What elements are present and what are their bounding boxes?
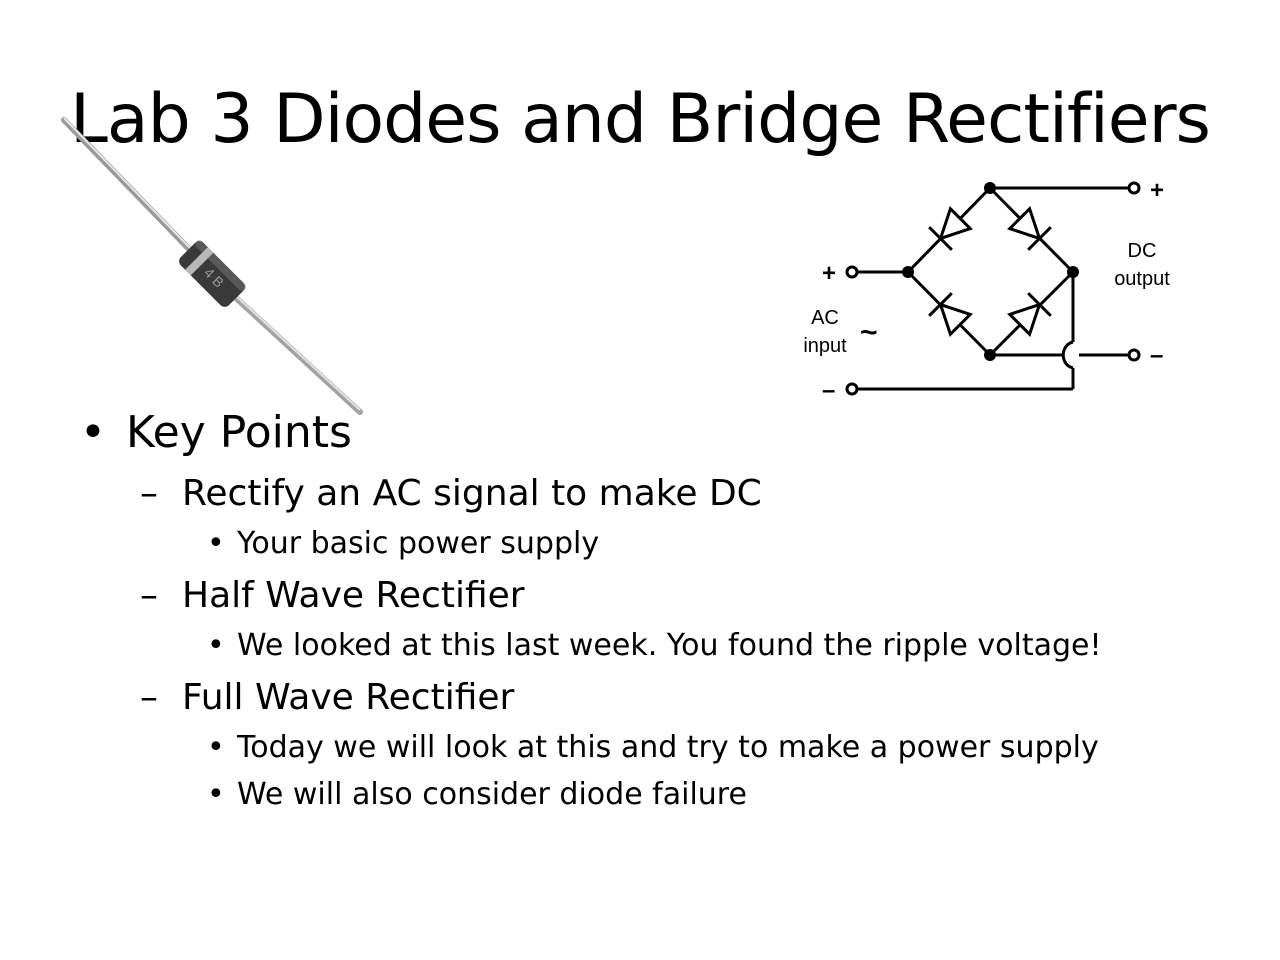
bullet-text: We will also consider diode failure [237, 777, 747, 812]
bullet-marker: – [140, 575, 158, 616]
ac-plus-sign: + [822, 260, 836, 287]
bullet-marker: – [140, 473, 158, 514]
bullet-text: We looked at this last week. You found t… [237, 628, 1102, 663]
diode-body: 4 B [179, 240, 246, 307]
bullet-text: Rectify an AC signal to make DC [182, 473, 762, 514]
dc-plus-sign: + [1150, 177, 1164, 204]
bullet-marker: • [207, 526, 225, 561]
diode-symbol-top-right [1007, 206, 1052, 251]
slide-title: Lab 3 Diodes and Bridge Rectifiers [70, 80, 1211, 159]
bullet-marker: • [207, 628, 225, 663]
ac-label-line1: AC [811, 307, 839, 329]
bridge-rectifier-diagram: + – + – AC input DC output ~ [803, 177, 1170, 404]
bullet-marker: • [207, 777, 225, 812]
diode-symbol-bottom-right [1007, 292, 1052, 337]
bullet-text: Your basic power supply [237, 526, 600, 561]
bullet-marker: – [140, 677, 158, 718]
ac-minus-sign: – [822, 377, 835, 404]
bullet-marker: • [80, 407, 106, 458]
junction-dots [902, 182, 1079, 361]
diode-lead-bottom [233, 295, 363, 415]
diode-photo: 4 B [61, 117, 363, 415]
ac-label-line2: input [803, 335, 847, 357]
dc-label-line1: DC [1128, 240, 1157, 262]
bullet-text: Half Wave Rectifier [182, 575, 525, 616]
ac-tilde: ~ [860, 316, 878, 349]
bullet-marker: • [207, 730, 225, 765]
dc-minus-sign: – [1150, 342, 1163, 369]
bullet-text: Today we will look at this and try to ma… [237, 730, 1099, 765]
bullet-text: Key Points [126, 407, 352, 458]
dc-label-line2: output [1114, 268, 1170, 290]
diode-symbol-bottom-left [928, 292, 973, 337]
diode-lead-top [61, 117, 193, 253]
terminals [845, 181, 1141, 396]
diode-symbol-top-left [928, 206, 973, 251]
bullet-text: Full Wave Rectifier [182, 677, 515, 718]
